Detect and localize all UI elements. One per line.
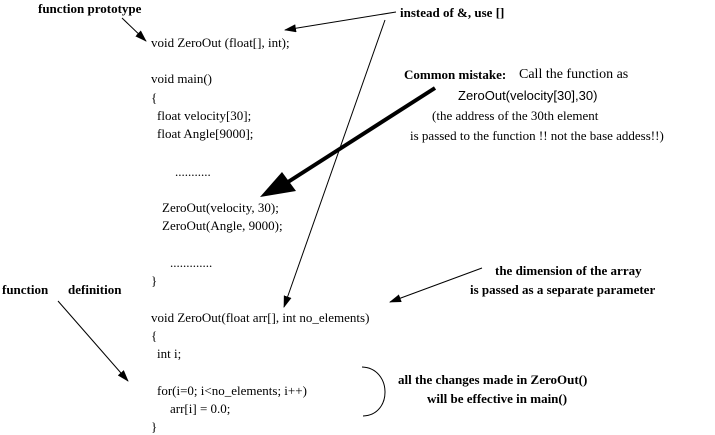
common-mistake-explain-1: (the address of the 30th element: [432, 108, 599, 123]
common-mistake-arrowhead: [260, 172, 296, 197]
code-prototype: void ZeroOut (float[], int);: [151, 35, 290, 50]
common-mistake-title-rest: Call the function as: [519, 67, 629, 82]
dimension-label-line-2: is passed as a separate parameter: [470, 282, 656, 297]
code-main-signature: void main(): [151, 71, 213, 86]
common-mistake-shaft: [286, 86, 437, 184]
code-for-loop: for(i=0; i<no_elements; i++): [157, 383, 307, 398]
code-definition-brace-open: {: [151, 328, 158, 343]
changes-label-line-1: all the changes made in ZeroOut(): [398, 372, 588, 387]
common-mistake-title: Common mistake:: [404, 67, 507, 82]
code-decl-angle: float Angle[9000];: [157, 126, 254, 141]
instead-of-ampersand-label: instead of &, use []: [400, 5, 505, 20]
common-mistake-explain-2: is passed to the function !! not the bas…: [410, 128, 664, 143]
code-int-i: int i;: [157, 346, 182, 361]
code-call-angle: ZeroOut(Angle, 9000);: [162, 218, 283, 233]
code-main-brace-open: {: [151, 90, 158, 105]
prototype-arrow: [121, 17, 147, 42]
dimension-arrow: [389, 267, 483, 303]
code-definition-brace-close: }: [151, 419, 158, 434]
definition-label: definition: [68, 282, 122, 297]
changes-label-line-2: will be effective in main(): [427, 391, 568, 406]
instead-of-arrow-definition: [283, 19, 386, 308]
code-main-brace-close: }: [151, 273, 158, 288]
code-decl-velocity: float velocity[30];: [157, 108, 252, 123]
code-assign: arr[i] = 0.0;: [170, 401, 231, 416]
common-mistake-call: ZeroOut(velocity[30],30): [458, 88, 598, 103]
code-definition-signature: void ZeroOut(float arr[], int no_element…: [151, 310, 370, 325]
code-ellipsis-2: .............: [170, 255, 213, 270]
code-ellipsis-1: ...........: [175, 164, 211, 179]
definition-arrow: [57, 300, 129, 382]
loop-bracket-curve: [361, 366, 386, 417]
dimension-label-line-1: the dimension of the array: [495, 263, 642, 278]
function-prototype-label: function prototype: [38, 1, 142, 16]
function-label: function: [2, 282, 49, 297]
instead-of-arrow-prototype: [284, 11, 397, 33]
code-call-velocity: ZeroOut(velocity, 30);: [162, 200, 279, 215]
